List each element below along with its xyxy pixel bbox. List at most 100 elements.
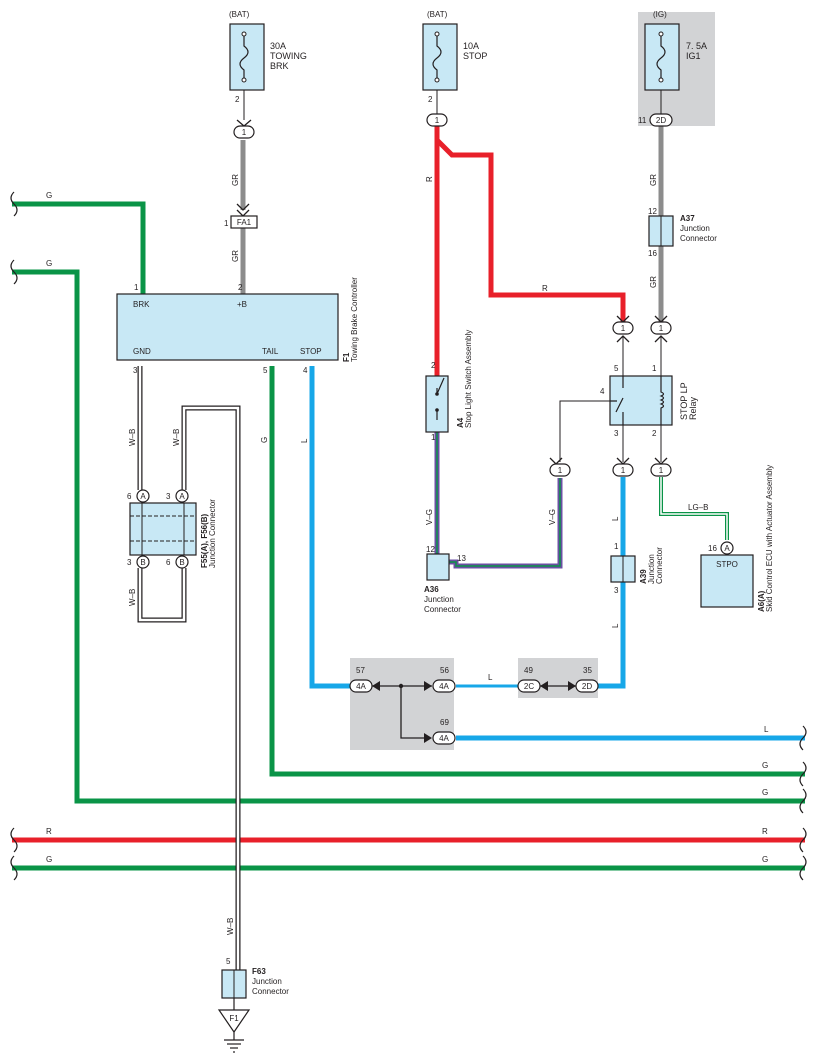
svg-text:L: L xyxy=(764,725,769,734)
pin-label: 2 xyxy=(235,95,240,104)
connector-code: 1 xyxy=(558,466,563,475)
terminal-b: +B xyxy=(237,300,247,309)
component-name: Towing Brake Controller xyxy=(350,277,359,362)
fuse-name-line2: BRK xyxy=(270,61,289,71)
wire-g-brk xyxy=(12,201,146,294)
svg-text:3: 3 xyxy=(614,429,619,438)
connector-code: 2D xyxy=(656,116,666,125)
terminal-stpo: STPO xyxy=(716,560,738,569)
fuse-name-line1: TOWING xyxy=(270,51,307,61)
svg-text:L: L xyxy=(488,673,493,682)
svg-text:W–B: W–B xyxy=(128,429,137,446)
svg-text:G: G xyxy=(762,788,768,797)
svg-text:L: L xyxy=(611,623,620,628)
svg-text:R: R xyxy=(762,827,768,836)
pin-label: 2 xyxy=(238,283,243,292)
wire-relay-internal xyxy=(559,400,610,462)
svg-text:R: R xyxy=(542,284,548,293)
pill-connectors: 1 1 11 2D 1 1 1 1 1 xyxy=(233,113,673,477)
svg-text:W–B: W–B xyxy=(172,429,181,446)
wire-break-marks xyxy=(10,191,807,881)
component-id: F63 xyxy=(252,967,266,976)
terminal-tail: TAIL xyxy=(262,347,279,356)
svg-text:12: 12 xyxy=(648,207,657,216)
fuse-towing-brk: (BAT) 30A TOWING BRK 2 xyxy=(229,10,307,120)
svg-text:4: 4 xyxy=(600,387,605,396)
svg-text:L: L xyxy=(300,438,309,443)
wire-g-tail xyxy=(269,366,805,777)
fuse-icon xyxy=(432,34,442,80)
terminal-brk: BRK xyxy=(133,300,150,309)
ground-f1: F1 xyxy=(217,998,251,1053)
svg-text:GR: GR xyxy=(649,174,658,186)
fuse-source-label: (BAT) xyxy=(229,10,250,19)
component-name: Junction Connector xyxy=(208,499,217,568)
relay-coil-icon xyxy=(659,376,665,425)
svg-text:G: G xyxy=(762,761,768,770)
junction-connector-f63: 5 F63 Junction Connector xyxy=(221,957,289,999)
fuse-rating: 10A xyxy=(463,41,479,51)
junction-connector-a36: 12 13 A36 Junction Connector xyxy=(424,545,466,614)
pin-label: 4 xyxy=(303,366,308,375)
svg-text:G: G xyxy=(762,855,768,864)
component-name-line2: Connector xyxy=(655,547,664,584)
fuse-icon xyxy=(656,34,666,80)
svg-text:2C: 2C xyxy=(524,682,534,691)
svg-text:B: B xyxy=(140,558,145,567)
svg-text:4A: 4A xyxy=(356,682,366,691)
svg-text:6: 6 xyxy=(166,558,171,567)
pin-label: 2 xyxy=(428,95,433,104)
component-id: A36 xyxy=(424,585,439,594)
svg-text:2: 2 xyxy=(431,361,436,370)
svg-text:16: 16 xyxy=(648,249,657,258)
svg-text:4A: 4A xyxy=(439,682,449,691)
svg-text:49: 49 xyxy=(524,666,533,675)
component-name-line2: Connector xyxy=(252,987,289,996)
component-name-line1: Junction xyxy=(252,977,282,986)
junction-connector-a37: 12 16 A37 Junction Connector xyxy=(648,207,717,258)
svg-text:V–G: V–G xyxy=(425,509,434,525)
wire-lgb-inner xyxy=(660,477,728,540)
wire-r-relay xyxy=(435,138,626,322)
wire-color-labels: G G GR GR GR GR R R W–B W–B W–B G L V–G … xyxy=(46,174,769,935)
skid-control-ecu: 16 A STPO A6(A) Skid Control ECU with Ac… xyxy=(700,465,774,612)
svg-text:GR: GR xyxy=(231,174,240,186)
wire-wb-gnd-inner xyxy=(138,366,240,970)
svg-text:LG–B: LG–B xyxy=(688,503,708,512)
component-id: A37 xyxy=(680,214,695,223)
wire-vg-switch-inner xyxy=(436,432,561,567)
towing-brake-controller: BRK +B GND TAIL STOP 1 2 3 5 4 F1 Towing… xyxy=(116,277,359,375)
svg-text:R: R xyxy=(425,176,434,182)
svg-text:3: 3 xyxy=(614,586,619,595)
svg-text:GR: GR xyxy=(649,276,658,288)
svg-text:1: 1 xyxy=(652,364,657,373)
svg-text:R: R xyxy=(46,827,52,836)
fuse-name: IG1 xyxy=(686,51,701,61)
fuse-source-label: (BAT) xyxy=(427,10,448,19)
svg-text:A: A xyxy=(724,544,730,553)
svg-text:12: 12 xyxy=(426,545,435,554)
pin-label: 3 xyxy=(133,366,138,375)
svg-text:L: L xyxy=(611,516,620,521)
component-name-line1: Junction xyxy=(424,595,454,604)
connector-code: 1 xyxy=(621,466,626,475)
svg-text:GR: GR xyxy=(231,250,240,262)
connector-code: 1 xyxy=(659,324,664,333)
fuse-rating: 7. 5A xyxy=(686,41,707,51)
fuse-stop: (BAT) 10A STOP 2 xyxy=(422,10,487,114)
connector-code: FA1 xyxy=(237,218,252,227)
junction-connector-a39: 1 3 A39 Junction Connector xyxy=(610,542,664,595)
svg-text:69: 69 xyxy=(440,718,449,727)
pin-label: 11 xyxy=(638,116,647,125)
svg-text:57: 57 xyxy=(356,666,365,675)
junction-block-connectors: 57 4A 56 4A 69 4A 49 2C 35 2D xyxy=(349,666,599,745)
wire-l-a39 xyxy=(598,477,626,689)
component-id: A4 xyxy=(456,417,465,428)
svg-text:4A: 4A xyxy=(439,734,449,743)
connector-code: 1 xyxy=(621,324,626,333)
fuse-ig1: (IG) 7. 5A IG1 xyxy=(644,10,707,114)
component-name-line1: Junction xyxy=(647,554,656,584)
pin-label: 5 xyxy=(263,366,268,375)
wire-vg-switch xyxy=(434,432,563,569)
svg-text:5: 5 xyxy=(226,957,231,966)
